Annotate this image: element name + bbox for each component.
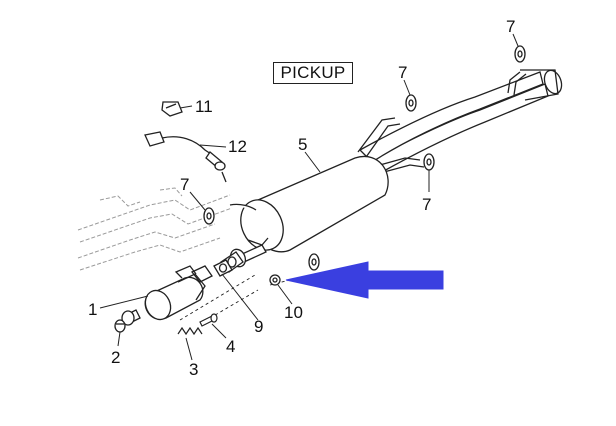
callout-4: 4 xyxy=(226,337,235,356)
rubber-mount-left xyxy=(203,207,215,225)
left-arrow-icon xyxy=(285,261,444,299)
stud-nut xyxy=(114,319,126,333)
rubber-mount-lower xyxy=(308,253,320,271)
catalytic-converter xyxy=(121,265,206,326)
callout-7-top: 7 xyxy=(506,17,515,36)
rubber-mounts xyxy=(203,45,526,271)
tailpipe xyxy=(358,69,563,173)
rubber-mount-center xyxy=(405,94,417,112)
nut xyxy=(269,274,281,286)
callout-11: 11 xyxy=(195,97,213,116)
flange-plate xyxy=(190,265,213,283)
callout-3: 3 xyxy=(189,360,198,379)
callout-leaders xyxy=(99,33,519,361)
callout-9: 9 xyxy=(254,317,263,336)
callout-2: 2 xyxy=(111,348,120,367)
rubber-mount-top xyxy=(514,45,526,63)
callout-10: 10 xyxy=(284,303,303,322)
spring xyxy=(177,326,203,336)
chassis-frame xyxy=(77,187,233,271)
callout-1: 1 xyxy=(88,300,97,319)
bolt xyxy=(199,313,218,327)
callout-7-center: 7 xyxy=(398,63,407,82)
clip xyxy=(161,101,183,117)
callout-5: 5 xyxy=(298,135,307,154)
pickup-label: PICKUP xyxy=(273,62,353,84)
callout-7-left: 7 xyxy=(180,175,189,194)
rubber-mount-right xyxy=(423,153,435,171)
gasket xyxy=(213,259,233,277)
hangers xyxy=(357,71,527,173)
callout-12: 12 xyxy=(228,137,247,156)
oxygen-sensor xyxy=(144,131,227,183)
callout-7-right: 7 xyxy=(422,195,431,214)
callout-numbers: 1 2 3 4 5 7 7 7 7 9 10 11 12 xyxy=(88,17,515,379)
muffler xyxy=(229,155,389,253)
